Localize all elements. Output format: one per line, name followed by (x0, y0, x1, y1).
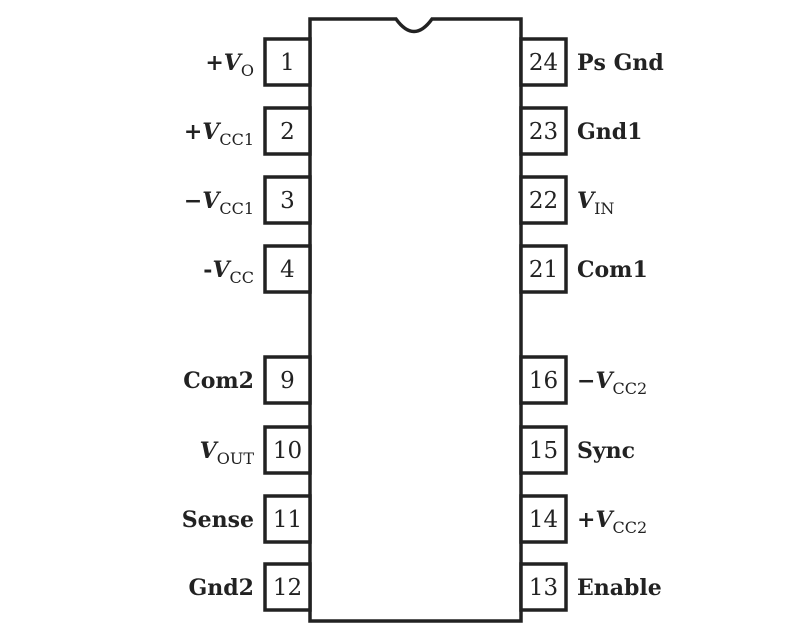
pin-label-text: Ps Gnd (577, 50, 664, 76)
pin-2-number: 2 (280, 119, 295, 145)
pin-23: 23 Gnd1 (519, 106, 642, 156)
pin-12-label: Gnd2 (189, 575, 254, 601)
pin-label-sign: - (203, 257, 212, 283)
pin-1: 1 +VO (205, 37, 312, 87)
pin-14-box (519, 494, 568, 544)
pin-label-subscript: CC1 (219, 130, 254, 149)
pin-14-label: +VCC2 (577, 507, 647, 537)
pin-label-subscript: CC1 (219, 199, 254, 218)
pin-21: 21 Com1 (519, 244, 648, 294)
pin-16-label: −VCC2 (577, 368, 647, 398)
pin-3-label: −VCC1 (184, 188, 254, 218)
pin-21-number: 21 (529, 257, 558, 283)
pin-14: 14 +VCC2 (519, 494, 647, 544)
pin-label-variable: V (202, 188, 221, 214)
pin-13-box (519, 562, 568, 612)
pin-label-variable: V (577, 188, 596, 214)
pin-23-box (519, 106, 568, 156)
pin-16-box (519, 355, 568, 405)
pin-label-variable: V (595, 507, 614, 533)
pin-10-number: 10 (273, 438, 302, 464)
pin-10-label: VOUT (200, 438, 255, 468)
pin-23-number: 23 (529, 119, 558, 145)
pin-12: 12 Gnd2 (189, 562, 312, 612)
pin-22-label: VIN (577, 188, 614, 218)
pin-label-variable: V (224, 50, 243, 76)
pin-11-label: Sense (182, 507, 254, 533)
pin-label-text: Gnd2 (189, 575, 254, 601)
pin-24-label: Ps Gnd (577, 50, 664, 76)
pin-11-number: 11 (273, 507, 302, 533)
pin-21-label: Com1 (577, 257, 648, 283)
pin-1-box (263, 37, 312, 87)
pin-24: 24 Ps Gnd (519, 37, 664, 87)
pin-3: 3 −VCC1 (184, 175, 312, 225)
pin-11-box (263, 494, 312, 544)
pin-9-number: 9 (280, 368, 295, 394)
pin-3-number: 3 (280, 188, 295, 214)
pin-label-text: Sync (577, 438, 635, 464)
pin-1-number: 1 (280, 50, 295, 76)
pin-label-variable: V (202, 119, 221, 145)
pin-9-box (263, 355, 312, 405)
pin-24-box (519, 37, 568, 87)
pin-label-text: Enable (577, 575, 662, 601)
pin-15-number: 15 (529, 438, 558, 464)
pin-15-label: Sync (577, 438, 635, 464)
pin-label-sign: − (577, 368, 595, 394)
pin-label-text: Com2 (183, 368, 254, 394)
pin-3-box (263, 175, 312, 225)
pin-24-number: 24 (529, 50, 558, 76)
pin-16: 16−VCC2 (519, 355, 647, 405)
pin-16-number: 16 (529, 368, 558, 394)
pin-4: 4 -VCC (203, 244, 312, 294)
pin-label-sign: + (577, 507, 595, 533)
pin-label-variable: V (595, 368, 614, 394)
pin-label-variable: V (212, 257, 231, 283)
pin-10: 10 VOUT (200, 425, 312, 475)
pin-4-label: -VCC (203, 257, 254, 287)
pin-10-box (263, 425, 312, 475)
pin-21-box (519, 244, 568, 294)
pin-15-box (519, 425, 568, 475)
pin-label-variable: V (200, 438, 219, 464)
pin-14-number: 14 (529, 507, 558, 533)
pin-label-text: Com1 (577, 257, 648, 283)
pin-label-sign: − (184, 188, 202, 214)
pin-label-subscript: CC2 (613, 518, 648, 537)
pin-12-box (263, 562, 312, 612)
pin-22-number: 22 (529, 188, 558, 214)
pin-13-label: Enable (577, 575, 662, 601)
pin-1-label: +VO (205, 50, 254, 80)
pin-label-subscript: O (241, 61, 254, 80)
pin-label-sign: + (184, 119, 202, 145)
pin-9: 9 Com2 (183, 355, 312, 405)
pin-label-subscript: IN (594, 199, 614, 218)
pin-22-box (519, 175, 568, 225)
pin-2-box (263, 106, 312, 156)
pin-11: 11 Sense (182, 494, 312, 544)
pin-label-sign: + (205, 50, 223, 76)
pin-4-number: 4 (280, 257, 295, 283)
pin-15: 15 Sync (519, 425, 635, 475)
pin-label-subscript: CC (230, 268, 254, 287)
pin-label-subscript: CC2 (613, 379, 648, 398)
pin-9-label: Com2 (183, 368, 254, 394)
pin-2: 2 +VCC1 (184, 106, 312, 156)
pin-23-label: Gnd1 (577, 119, 642, 145)
pin-13-number: 13 (529, 575, 558, 601)
pin-label-subscript: OUT (217, 449, 255, 468)
pin-2-label: +VCC1 (184, 119, 254, 149)
pin-label-text: Sense (182, 507, 254, 533)
pin-12-number: 12 (273, 575, 302, 601)
pin-13: 13 Enable (519, 562, 662, 612)
pin-label-text: Gnd1 (577, 119, 642, 145)
pin-4-box (263, 244, 312, 294)
left-pin-column: 1+VO2+VCC13−VCC14-VCC9Com210VOUT11Sense1… (182, 37, 312, 612)
ic-package-body (308, 17, 523, 623)
pin-22: 22 VIN (519, 175, 614, 225)
